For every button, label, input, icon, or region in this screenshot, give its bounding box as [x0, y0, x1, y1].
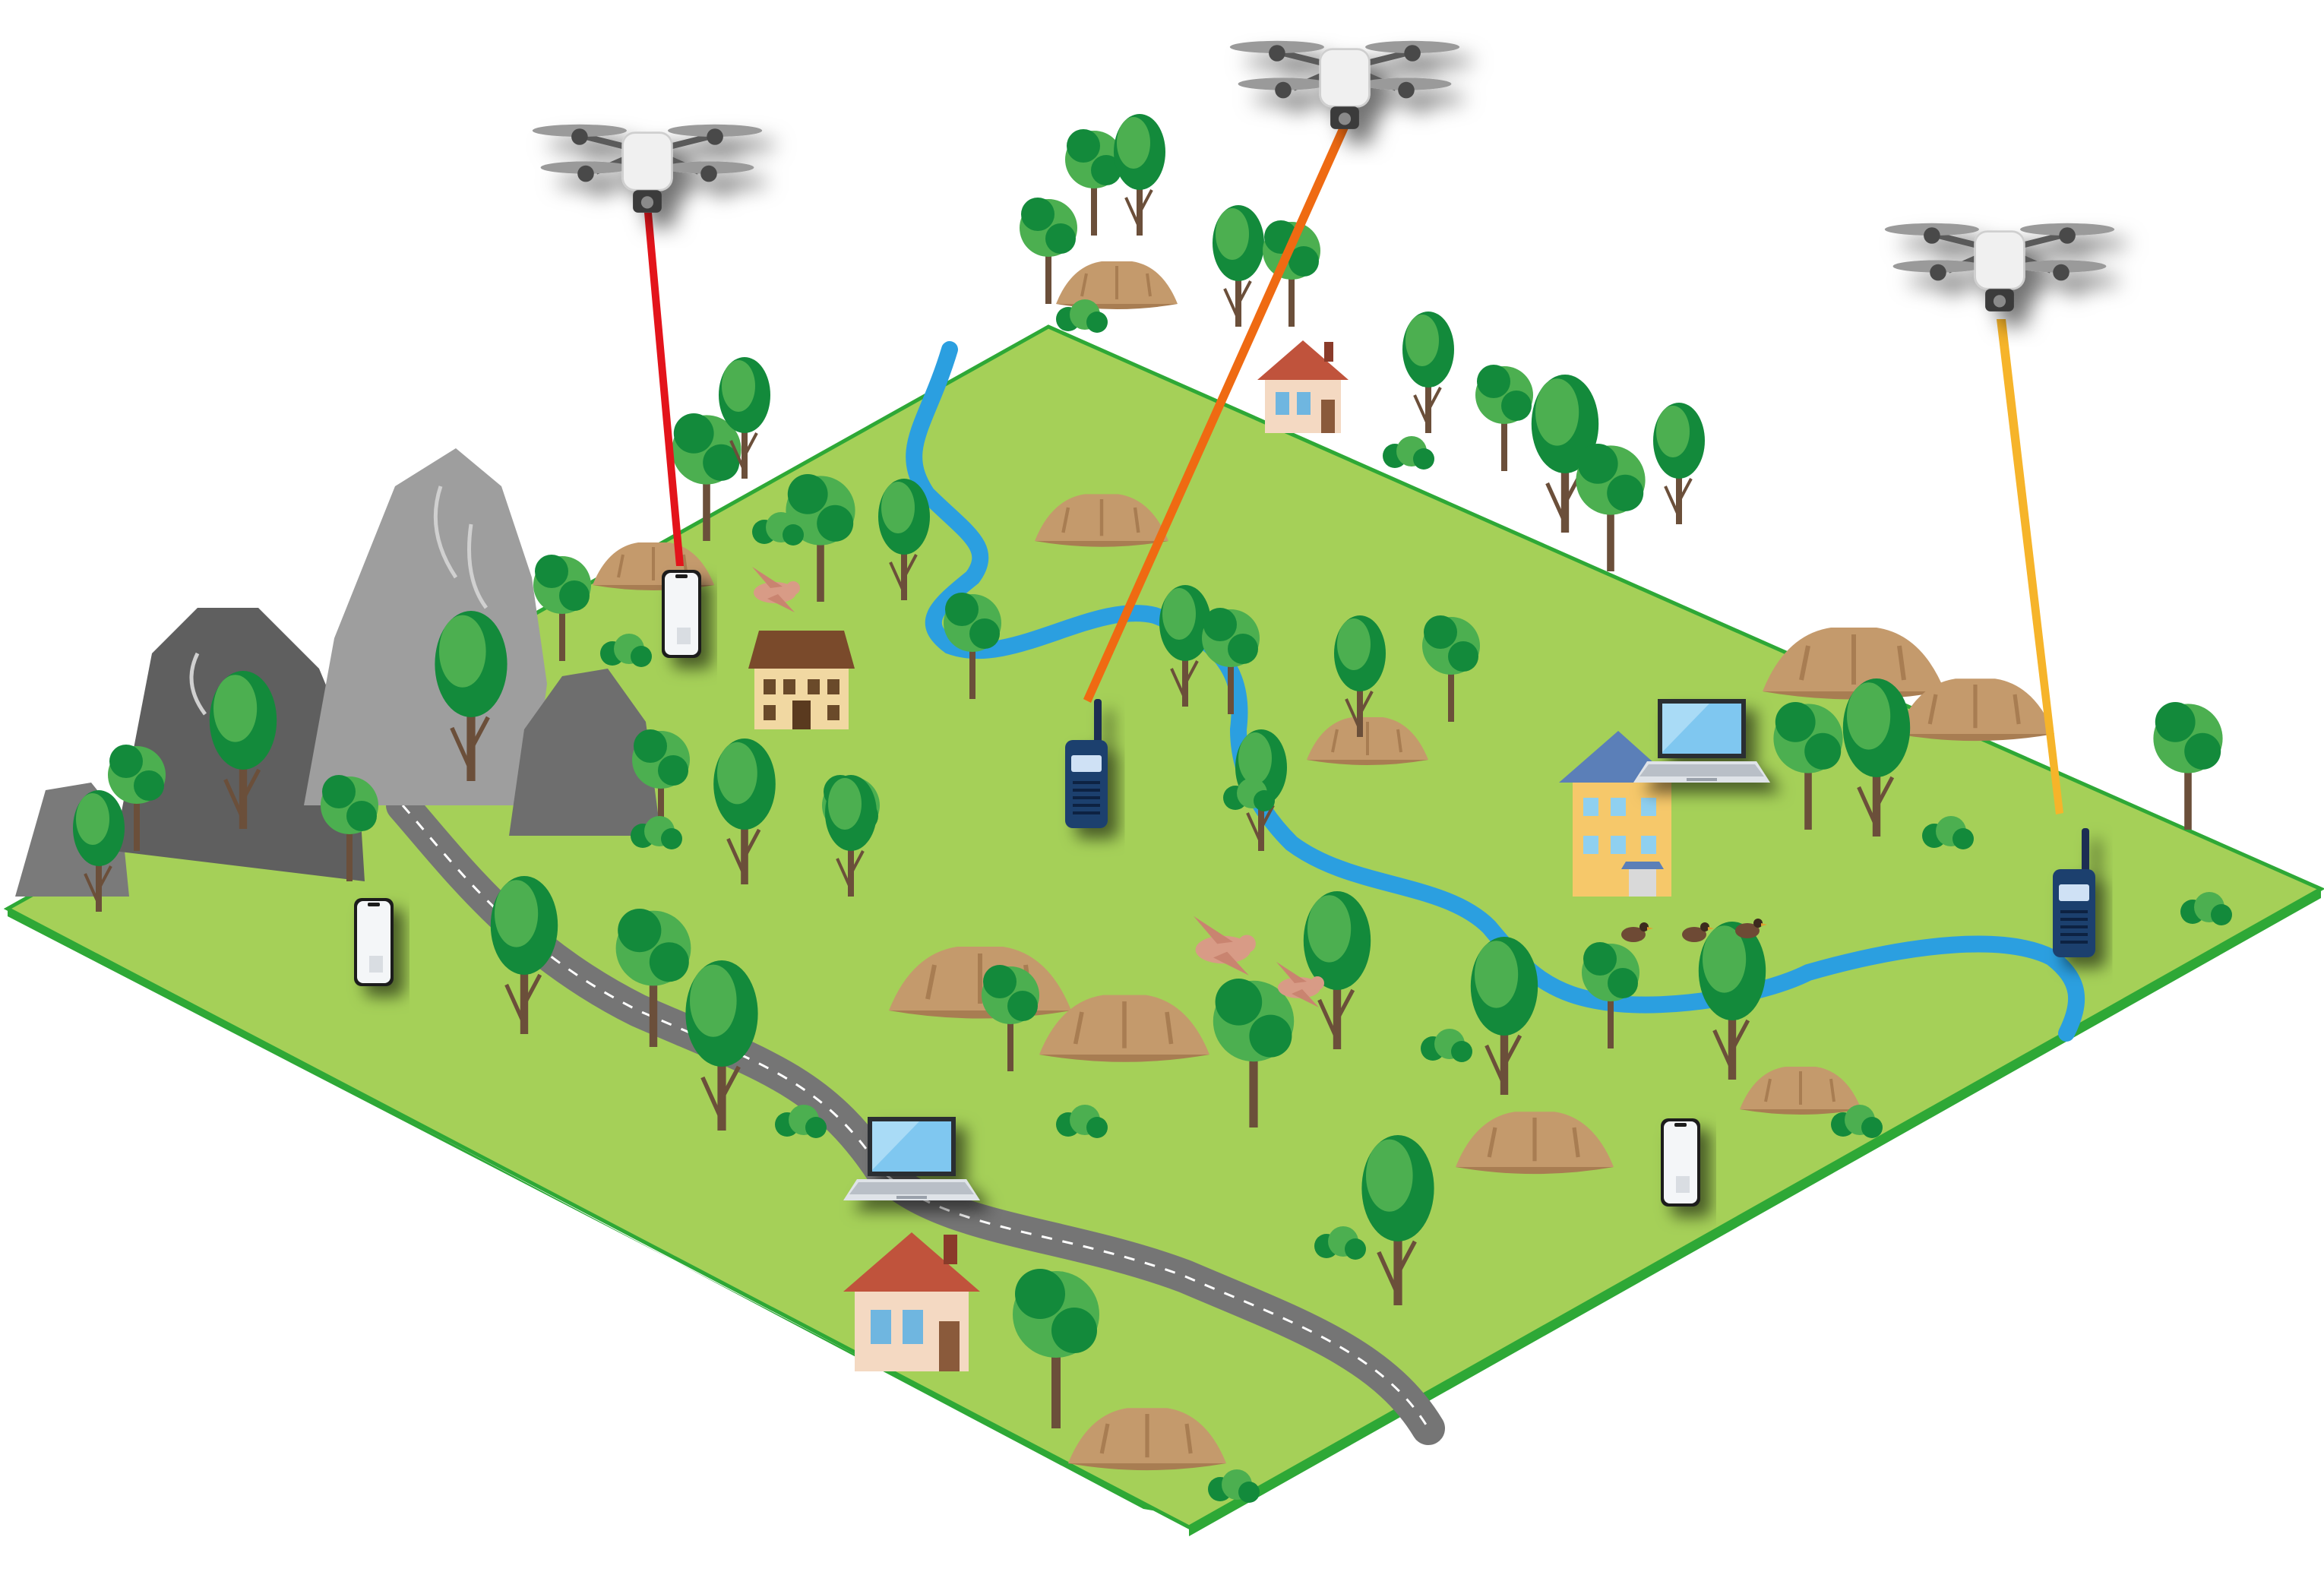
smartphone-icon[interactable]	[354, 898, 394, 986]
drone-icon[interactable]	[533, 125, 762, 213]
drone-icon[interactable]	[1230, 41, 1459, 129]
house-icon	[1257, 340, 1349, 433]
house-icon	[748, 631, 855, 729]
drone-icon[interactable]	[1885, 223, 2114, 312]
smartphone-icon[interactable]	[662, 570, 701, 658]
smartphone-icon[interactable]	[1661, 1118, 1700, 1207]
signal-link-red	[644, 213, 684, 566]
signal-link-yellow	[1997, 319, 2063, 814]
